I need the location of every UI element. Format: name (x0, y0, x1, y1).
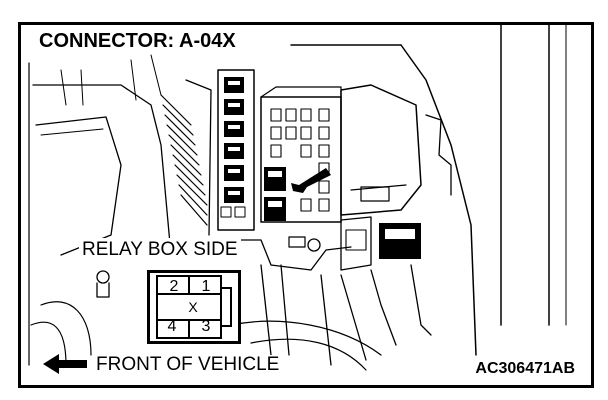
pin-2-label: 2 (169, 278, 179, 295)
pin-marker-label: X (188, 299, 198, 315)
pin-1-label: 1 (201, 278, 211, 295)
connector-title: CONNECTOR: A-04X (37, 29, 240, 54)
diagram-frame: CONNECTOR: A-04X RELAY BOX SIDE FRONT OF… (18, 22, 594, 388)
connector-pins: 2 1 X 4 3 (147, 270, 241, 344)
relay-box-side-label: RELAY BOX SIDE (79, 238, 241, 261)
connector-face-diagram (147, 270, 241, 344)
left-arrow-icon (43, 354, 87, 374)
pin-3-label: 3 (201, 318, 211, 335)
figure-code: AC306471AB (473, 360, 577, 378)
indicator-arrow (291, 168, 331, 193)
pin-4-label: 4 (167, 318, 177, 335)
relay-box-illustration (28, 25, 567, 371)
front-of-vehicle-label: FRONT OF VEHICLE (93, 355, 283, 374)
